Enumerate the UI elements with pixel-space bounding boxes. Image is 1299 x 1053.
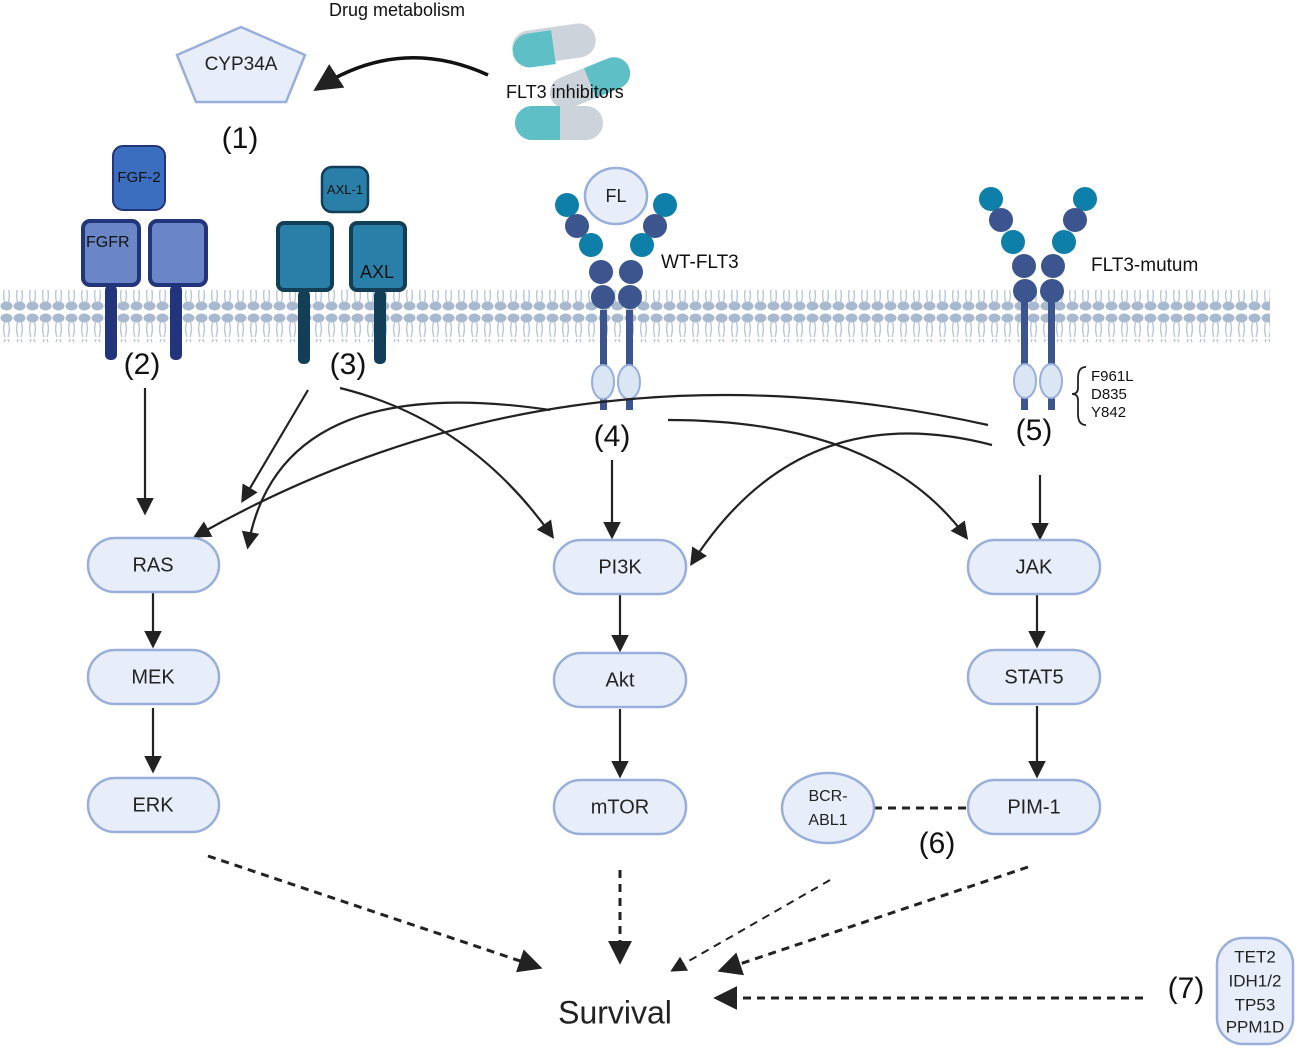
survival-label: Survival xyxy=(558,994,672,1030)
gene-idh12: IDH1/2 xyxy=(1229,971,1282,990)
axl1-label: AXL-1 xyxy=(327,182,363,197)
flt3-mutum-label: FLT3-mutum xyxy=(1091,255,1198,276)
mutation-y842: Y842 xyxy=(1091,404,1126,421)
drug-metabolism-label: Drug metabolism xyxy=(329,0,465,20)
akt-label: Akt xyxy=(606,669,635,691)
marker-6: (6) xyxy=(919,827,956,860)
stat5-label: STAT5 xyxy=(1004,666,1063,688)
axl-receptor xyxy=(276,165,407,364)
flt3-inhibitors-label: FLT3 inhibitors xyxy=(506,82,624,102)
axl-label: AXL xyxy=(360,262,394,282)
abl1-label: ABL1 xyxy=(808,812,847,829)
gene-list-node xyxy=(1215,936,1295,1046)
stat5-node xyxy=(966,648,1102,706)
mek-label: MEK xyxy=(131,666,175,688)
ras-node xyxy=(86,536,221,594)
wt-flt3-receptor xyxy=(555,193,677,410)
jak-label: JAK xyxy=(1016,556,1053,578)
fgfr-receptor xyxy=(81,145,208,360)
marker-2: (2) xyxy=(124,348,161,381)
capsule-icon xyxy=(512,23,631,140)
cyp34a-label: CYP34A xyxy=(205,54,278,75)
mutation-brace xyxy=(1071,366,1087,426)
cyp34a-node xyxy=(175,25,307,104)
marker-7: (7) xyxy=(1168,972,1205,1005)
metabolism-arrow xyxy=(313,56,489,92)
pi3k-label: PI3K xyxy=(598,556,642,578)
fgf2-label: FGF-2 xyxy=(117,169,160,186)
jak-node xyxy=(966,538,1102,596)
marker-3: (3) xyxy=(330,348,367,381)
mutation-d835: D835 xyxy=(1091,386,1127,403)
pim1-label: PIM-1 xyxy=(1007,796,1060,818)
survival-arrows xyxy=(207,854,1143,1010)
mek-node xyxy=(86,648,221,706)
gene-tp53: TP53 xyxy=(1235,995,1276,1014)
fl-label: FL xyxy=(605,186,626,206)
ras-label: RAS xyxy=(132,554,173,576)
signal-arrows xyxy=(136,386,1049,779)
gene-ppm1d: PPM1D xyxy=(1226,1017,1285,1036)
pim1-node xyxy=(966,778,1102,836)
pi3k-node xyxy=(552,538,688,596)
marker-4: (4) xyxy=(594,420,631,453)
bcr-abl-node xyxy=(780,771,876,845)
marker-5: (5) xyxy=(1016,414,1053,447)
mtor-label: mTOR xyxy=(591,796,650,818)
fl-ligand xyxy=(583,166,649,226)
gene-tet2: TET2 xyxy=(1234,947,1276,966)
marker-1: (1) xyxy=(222,122,259,155)
flt3-mutant-receptor xyxy=(979,187,1097,410)
erk-label: ERK xyxy=(132,794,174,816)
mutation-f961l: F961L xyxy=(1091,368,1134,385)
erk-node xyxy=(86,776,221,834)
akt-node xyxy=(552,651,688,709)
pathway-nodes xyxy=(86,536,1295,1046)
fgfr-label: FGFR xyxy=(86,234,130,251)
bcr-label: BCR- xyxy=(808,788,847,805)
mtor-node xyxy=(552,778,688,836)
wt-flt3-label: WT-FLT3 xyxy=(661,252,739,273)
